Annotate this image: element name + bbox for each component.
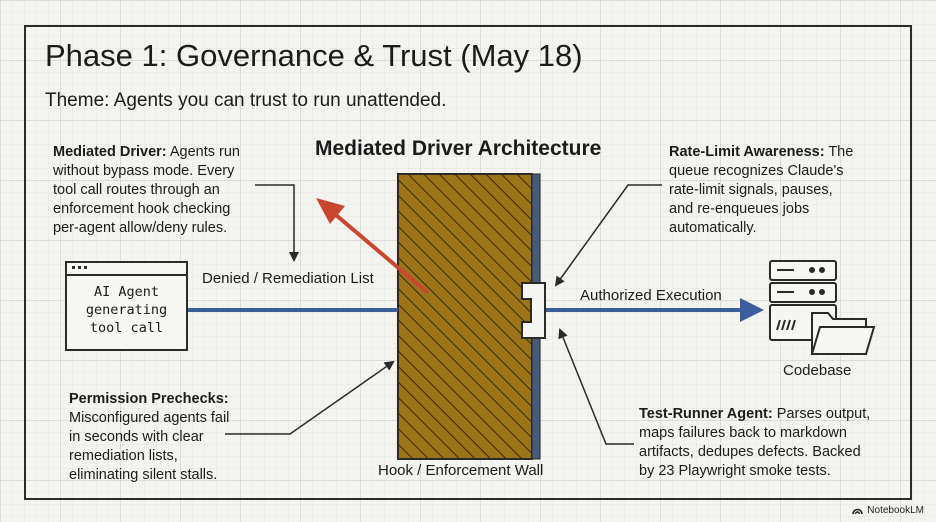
note-line: by 23 Playwright smoke tests. <box>639 463 831 479</box>
note-line: enforcement hook checking <box>53 201 231 217</box>
notebooklm-icon <box>852 508 864 515</box>
denied-arrow <box>334 213 430 295</box>
agent-line: AI Agent <box>93 284 160 300</box>
note-line: artifacts, dedupes defects. Backed <box>639 444 861 460</box>
note-line: Misconfigured agents fail <box>69 410 230 426</box>
denied-arrow-head <box>316 198 345 224</box>
note-line: rate-limit signals, pauses, <box>669 182 833 198</box>
note-line: automatically. <box>669 220 757 236</box>
note-heading: Test-Runner Agent: <box>639 406 773 422</box>
note-line: The <box>828 144 854 160</box>
note-heading: Mediated Driver: <box>53 144 167 160</box>
diagram-frame <box>24 25 912 500</box>
folder-icon <box>810 312 876 355</box>
agent-line: generating <box>85 302 168 318</box>
note-line: tool call routes through an <box>53 182 220 198</box>
notebooklm-badge: NotebookLM <box>852 505 924 516</box>
authorized-arrow-head <box>740 298 764 322</box>
note-permission-prechecks: Permission Prechecks: Misconfigured agen… <box>69 390 229 485</box>
leader-rate-limit <box>554 184 662 287</box>
badge-label: NotebookLM <box>867 505 924 516</box>
note-rate-limit: Rate-Limit Awareness: The queue recogniz… <box>669 143 853 238</box>
note-line: and re-enqueues jobs <box>669 201 810 217</box>
note-line: in seconds with clear <box>69 429 204 445</box>
denied-label: Denied / Remediation List <box>202 270 374 287</box>
theme-text: Theme: Agents you can trust to run unatt… <box>45 90 447 111</box>
leader-mediated-driver <box>255 184 299 262</box>
note-line: maps failures back to markdown <box>639 425 847 441</box>
note-mediated-driver: Mediated Driver: Agents run without bypa… <box>53 143 240 238</box>
note-line: Agents run <box>169 144 240 160</box>
note-line: eliminating silent stalls. <box>69 467 218 483</box>
page-title: Phase 1: Governance & Trust (May 18) <box>45 38 583 73</box>
note-line: remediation lists, <box>69 448 178 464</box>
note-heading: Rate-Limit Awareness: <box>669 144 825 160</box>
note-line: Parses output, <box>776 406 871 422</box>
wall-label: Hook / Enforcement Wall <box>378 462 544 479</box>
codebase-label: Codebase <box>783 362 852 379</box>
leader-prechecks <box>225 360 395 435</box>
ai-agent-window: AI Agent generating tool call <box>65 261 188 351</box>
window-titlebar <box>67 263 186 276</box>
note-test-runner: Test-Runner Agent: Parses output, maps f… <box>639 405 870 481</box>
agent-label: AI Agent generating tool call <box>67 283 186 337</box>
note-line: per-agent allow/deny rules. <box>53 220 228 236</box>
agent-line: tool call <box>89 320 164 336</box>
authorized-label: Authorized Execution <box>580 287 722 304</box>
note-line: queue recognizes Claude's <box>669 163 844 179</box>
gate <box>521 282 546 339</box>
leader-test-runner <box>558 328 634 445</box>
diagram-title: Mediated Driver Architecture <box>315 137 602 160</box>
note-line: without bypass mode. Every <box>53 163 235 179</box>
enforcement-wall <box>397 173 533 460</box>
note-heading: Permission Prechecks: <box>69 391 229 407</box>
